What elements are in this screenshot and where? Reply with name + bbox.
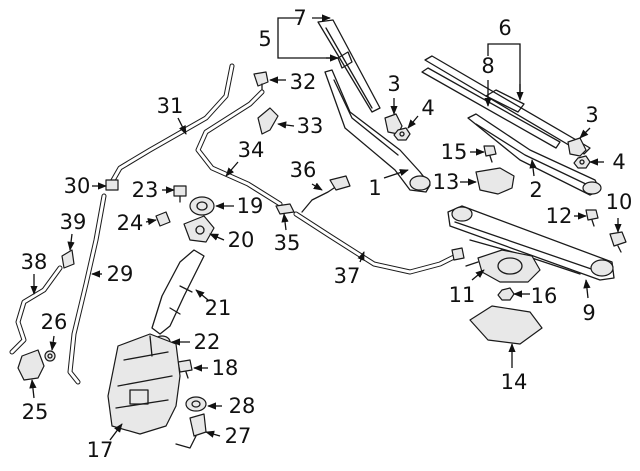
part-washer-reservoir [107,333,181,435]
callout-19: 19 [237,194,264,218]
callout-4-right: 4 [612,150,625,174]
leader-34 [225,161,239,177]
leader-37 [357,251,365,263]
callout-39: 39 [60,210,87,234]
part-right-wiper-blade [421,55,591,155]
callout-2: 2 [529,178,542,202]
part-connector-30 [105,179,119,191]
part-connector-36 [301,175,351,213]
callout-15: 15 [441,140,468,164]
callout-25: 25 [22,400,49,424]
part-bracket-13 [475,167,515,195]
part-clip-24 [155,211,171,227]
leader-33 [277,121,295,129]
leader-31 [177,117,187,135]
leader-9 [583,279,591,299]
callout-20: 20 [228,228,255,252]
part-level-sensor-27 [175,413,207,449]
callout-11: 11 [449,283,476,307]
callout-23: 23 [132,178,159,202]
part-left-wiper-arm [324,69,431,193]
part-bolt-15 [483,145,497,163]
callout-8: 8 [481,54,494,78]
callout-5: 5 [258,27,271,51]
part-connector-39 [61,249,75,269]
part-bracket-33 [257,107,279,135]
callout-31: 31 [157,94,184,118]
part-grommet-26 [44,350,56,362]
callout-1: 1 [368,176,381,200]
callout-35: 35 [274,231,301,255]
callout-37: 37 [334,264,361,288]
leader-17 [109,423,123,441]
callout-14: 14 [501,370,528,394]
callout-7: 7 [293,6,306,30]
part-filler-cap-20 [183,215,215,243]
part-hose-29 [67,193,107,385]
part-wiper-motor [465,249,541,283]
part-hose-37 [293,211,465,275]
part-bolt-10 [609,231,627,253]
callout-29: 29 [107,262,134,286]
callout-9: 9 [582,301,595,325]
leader-27 [205,430,221,438]
part-bolt-23 [173,185,187,203]
bracket-6 [487,43,524,101]
callout-36: 36 [290,158,317,182]
callout-10: 10 [606,190,633,214]
part-hose-34 [195,89,283,207]
leader-26 [49,335,57,351]
callout-17: 17 [87,438,114,462]
leader-39 [67,233,75,251]
callout-34: 34 [238,138,265,162]
leader-35 [281,213,289,231]
callout-18: 18 [212,356,239,380]
callout-6: 6 [498,16,511,40]
leader-20 [209,233,225,241]
callout-3-left: 3 [387,72,400,96]
part-nut-right [573,155,591,169]
part-connector-35 [275,203,295,215]
leader-3b [579,127,591,139]
callout-30: 30 [64,174,91,198]
leader-2 [529,159,537,177]
callout-12: 12 [546,204,573,228]
part-arm-cap-right [567,137,587,157]
leader-1 [383,169,409,179]
bracket-5-7 [277,14,339,62]
callout-27: 27 [225,424,252,448]
callout-28: 28 [229,394,256,418]
part-hose-38 [9,265,63,355]
callout-22: 22 [194,330,221,354]
part-nut-left [393,127,411,141]
part-bolt-12 [585,209,599,227]
leader-21 [195,289,209,301]
part-filler-tube-21 [151,249,205,335]
part-grommet-28 [185,396,207,412]
leader-25 [29,379,37,399]
leader-36 [311,182,323,191]
callout-21: 21 [205,296,232,320]
callout-13: 13 [433,170,460,194]
part-grommet-19 [189,196,215,216]
callout-26: 26 [41,310,68,334]
leader-11 [471,269,485,281]
callout-33: 33 [297,114,324,138]
callout-32: 32 [290,70,317,94]
part-washer-nozzle-32 [253,71,269,93]
callout-24: 24 [117,211,144,235]
callout-4-left: 4 [421,96,434,120]
part-hose-31 [109,63,235,185]
leader-4a [407,115,419,129]
callout-38: 38 [21,250,48,274]
callout-16: 16 [531,284,558,308]
leader-24 [145,218,157,226]
part-motor-cover [469,305,543,345]
part-left-wiper-blade [317,19,381,113]
callout-3-right: 3 [585,103,598,127]
part-bracket-25 [17,349,45,381]
part-nut-16 [497,287,515,301]
